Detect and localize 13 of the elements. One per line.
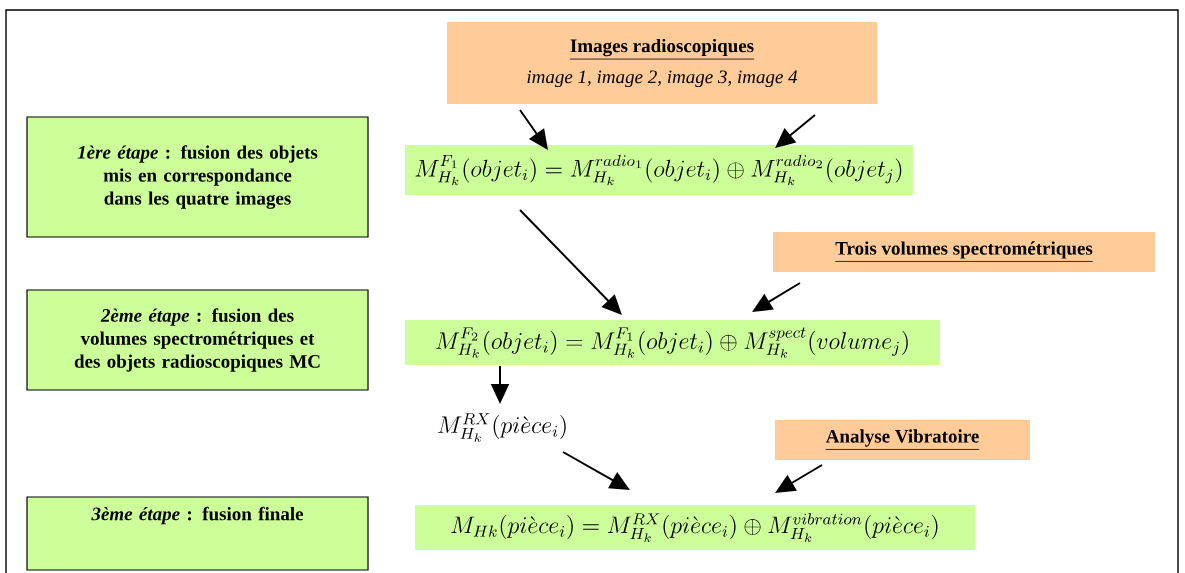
step-box: [26, 496, 369, 571]
source-box: Analyse Vibratoire: [775, 420, 1030, 460]
formula: $M_{H_k}^{RX}(pi\grave{e}ce_i)$: [438, 413, 566, 442]
formula-box: $M_{H_k}^{F_1}(objet_i) = M_{H_k}^{radio_1}(objet_i) \oplus M_{H_k}^{radio_2}(objet_j)$: [405, 145, 913, 195]
formula-box: $M_{Hk}(pi\grave{e}ce_i) = M_{H_k}^{RX}(pi\grave{e}ce_i) \oplus M_{H_k}^{vibration}(pi\grave{e}ce_i)$: [415, 505, 975, 550]
source-box: Trois volumes spectrométriques: [773, 232, 1155, 272]
formula-box: $M_{H_k}^{F_2}(objet_i) = M_{H_k}^{F_1}(objet_i) \oplus M_{H_k}^{spect}(volume_j)$: [405, 320, 940, 365]
node-label: 3ème étape : fusion finale: [91, 506, 304, 525]
arrow: [519, 209, 622, 315]
arrow: [775, 114, 816, 148]
source-box: Images radioscopiques image 1, image 2, image 3, image 4: [447, 22, 877, 104]
step-box: 2ème étape : fusion des volumes spectrométriques et des objets radioscopiques MC: [26, 289, 369, 391]
step-box: 1ère étape : fusion des objets mis en correspondance dans les quatre images: [26, 116, 369, 238]
